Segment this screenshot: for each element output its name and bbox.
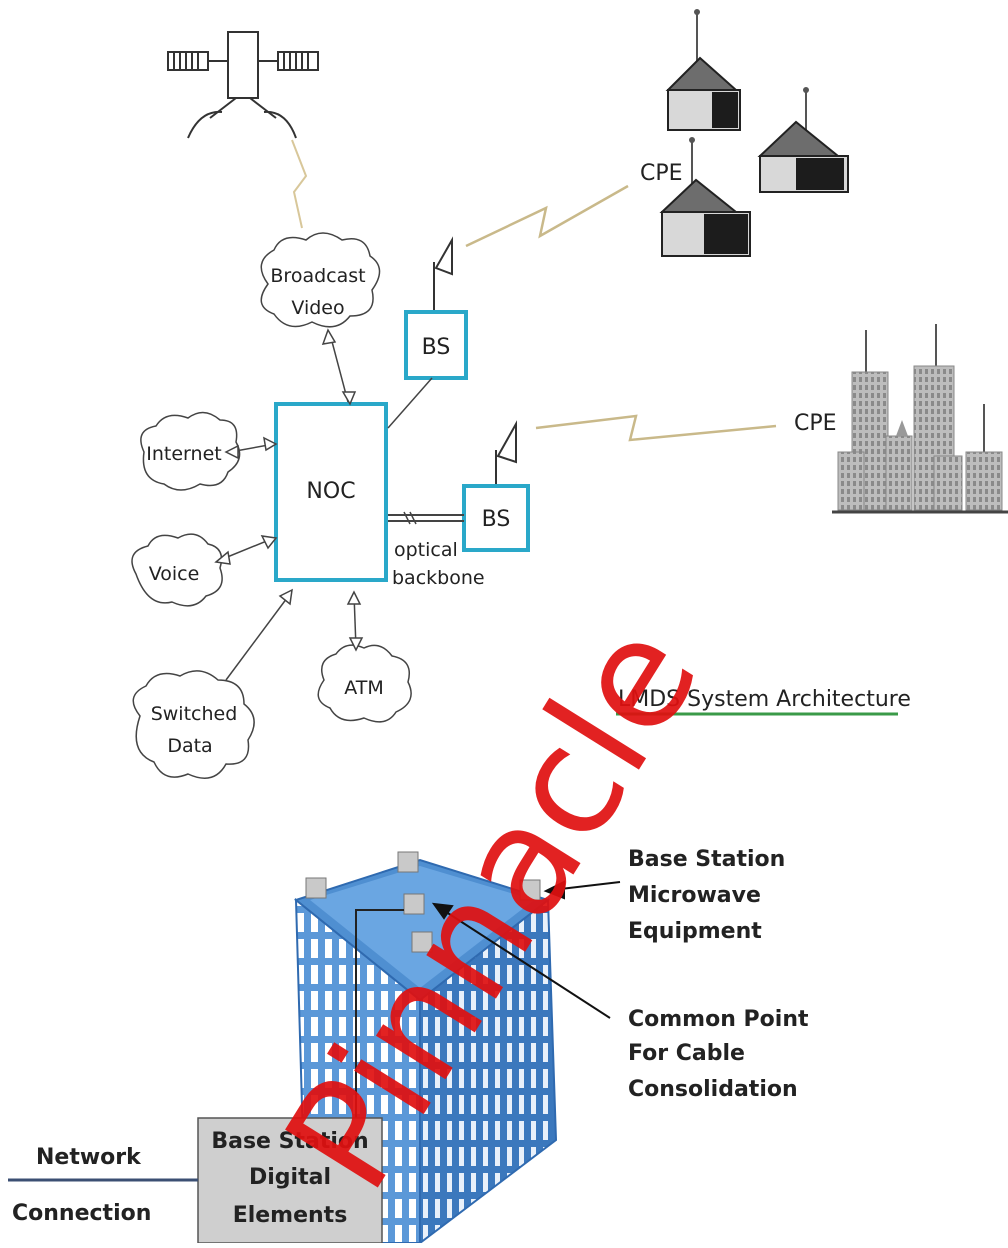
house-icon	[757, 87, 849, 193]
house-icon	[665, 9, 741, 131]
cloud-broadcast-label-2: Video	[291, 297, 344, 319]
cpe-label-city: CPE	[794, 411, 837, 436]
cloud-switched-label-2: Data	[167, 735, 212, 757]
antenna-icon	[495, 420, 517, 486]
cloud-switched-label-1: Switched	[151, 703, 238, 725]
microwave-label-2: Microwave	[628, 883, 761, 908]
common-point-label-3: Consolidation	[628, 1077, 798, 1102]
cloud-voice-label: Voice	[149, 563, 200, 585]
digital-label-1: Base Station	[211, 1129, 368, 1154]
noc-box	[274, 402, 388, 582]
network-label-2: Connection	[12, 1201, 151, 1226]
microwave-label-1: Base Station	[628, 847, 785, 872]
bs-top-box	[404, 310, 468, 380]
microwave-label-3: Equipment	[628, 919, 762, 944]
cloud-icon	[132, 670, 255, 779]
diagram-title: LMDS System Architecture	[618, 687, 911, 712]
cloud-icon	[131, 533, 223, 607]
cloud-icon	[140, 411, 241, 491]
cloud-internet-label: Internet	[146, 443, 221, 465]
wireless-link-houses	[465, 184, 629, 248]
bs-top-label: BS	[422, 335, 451, 360]
cloud-atm-label: ATM	[344, 677, 384, 699]
cloud-connectors	[214, 328, 364, 681]
bs-bottom-label: BS	[482, 507, 511, 532]
bs-bottom-box	[462, 484, 530, 552]
callout-arrows	[431, 880, 621, 1019]
optical-backbone-link	[388, 511, 464, 525]
digital-label-3: Elements	[233, 1203, 348, 1228]
antenna-icon	[433, 236, 453, 312]
satellite-link	[291, 139, 308, 229]
satellite-icon	[167, 31, 319, 139]
common-point-label-1: Common Point	[628, 1007, 809, 1032]
digital-label-2: Digital	[249, 1165, 331, 1190]
network-label-1: Network	[36, 1145, 142, 1170]
house-icon	[659, 137, 751, 257]
backbone-label-line2: backbone	[392, 567, 485, 589]
noc-bs-top-link	[387, 377, 433, 429]
noc-label: NOC	[306, 479, 355, 504]
cpe-label-houses: CPE	[640, 161, 683, 186]
cloud-icon	[260, 232, 381, 328]
backbone-label-line1: optical	[394, 539, 458, 561]
wireless-link-city	[535, 414, 777, 442]
cloud-broadcast-label-1: Broadcast	[270, 265, 365, 287]
city-skyline-icon	[832, 324, 1008, 514]
cloud-icon	[317, 644, 412, 723]
common-point-label-2: For Cable	[628, 1041, 745, 1066]
